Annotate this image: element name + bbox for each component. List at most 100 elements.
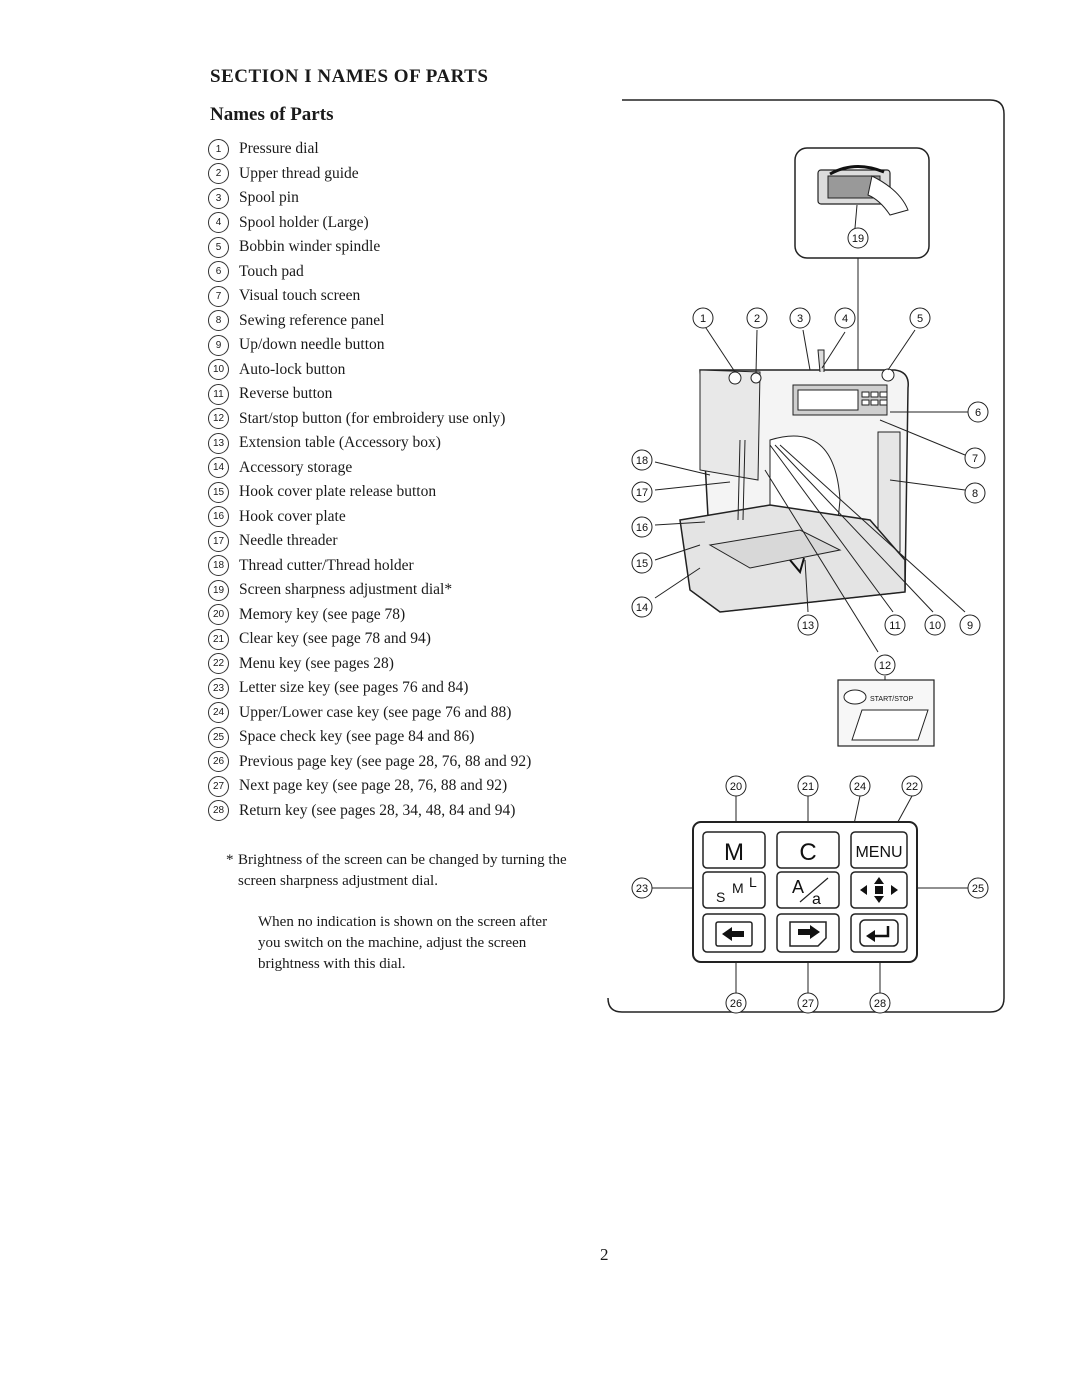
illustration-frame (607, 99, 1005, 1013)
part-number: 27 (208, 775, 229, 797)
part-label: Spool pin (239, 189, 299, 206)
svg-text:8: 8 (972, 488, 978, 500)
callout-1: 1 (692, 307, 714, 329)
size-key-s: S (716, 889, 725, 905)
part-label: Memory key (see page 78) (239, 605, 406, 623)
part-number: 13 (208, 432, 229, 454)
part-label: Letter size key (see pages 76 and 84) (239, 679, 469, 696)
space-check-key (850, 871, 908, 909)
part-label: Auto-lock button (239, 360, 346, 378)
sewing-machine-drawing (679, 349, 909, 613)
callout-2: 2 (746, 307, 768, 329)
part-number: 4 (208, 212, 229, 234)
part-label: Sewing reference panel (239, 311, 385, 329)
part-item: 8 Sewing reference panel (208, 309, 531, 334)
keypad-callouts: 20 21 24 22 23 25 26 27 28 (631, 775, 989, 1014)
part-number: 28 (208, 800, 229, 822)
svg-text:5: 5 (917, 313, 923, 325)
svg-text:12: 12 (879, 660, 891, 672)
page-number: 2 (600, 1245, 609, 1264)
part-label: Up/down needle button (239, 336, 385, 353)
svg-text:9: 9 (967, 620, 973, 632)
case-key-upper: A (792, 877, 804, 897)
callout-16: 16 (631, 516, 653, 538)
part-item: 17 Needle threader (208, 529, 531, 554)
svg-text:2: 2 (754, 313, 760, 325)
part-number: 21 (208, 628, 229, 650)
callout-26: 26 (725, 992, 747, 1014)
part-item: 14 Accessory storage (208, 456, 531, 481)
callout-13: 13 (797, 614, 819, 636)
callout-leaders (654, 324, 970, 653)
part-number: 23 (208, 677, 229, 699)
screen-sharpness-dial-inset (794, 147, 930, 259)
callout-10: 10 (924, 614, 946, 636)
callout-28: 28 (869, 992, 891, 1014)
clear-key-label: C (799, 839, 816, 866)
part-number: 24 (208, 702, 229, 724)
svg-text:21: 21 (802, 781, 814, 793)
part-item: 20 Memory key (see page 78) (208, 603, 531, 628)
svg-text:17: 17 (636, 487, 648, 499)
svg-text:25: 25 (972, 883, 984, 895)
part-number: 15 (208, 481, 229, 503)
part-label: Visual touch screen (239, 287, 361, 304)
part-label: Return key (see pages 28, 34, 48, 84 and… (239, 801, 516, 819)
svg-text:27: 27 (802, 998, 814, 1010)
part-number: 7 (208, 285, 229, 307)
footnote-mark: * (226, 852, 234, 868)
part-label: Hook cover plate release button (239, 483, 437, 500)
svg-text:18: 18 (636, 455, 648, 467)
part-label: Reverse button (239, 385, 333, 402)
callout-19: 19 (847, 227, 869, 249)
case-key-lower: a (812, 891, 821, 908)
svg-text:7: 7 (972, 453, 978, 465)
part-number: 25 (208, 726, 229, 748)
callout-7: 7 (964, 447, 986, 469)
svg-text:4: 4 (842, 313, 848, 325)
part-number: 17 (208, 530, 229, 552)
part-number: 8 (208, 310, 229, 332)
svg-text:16: 16 (636, 522, 648, 534)
part-number: 20 (208, 604, 229, 626)
part-number: 2 (208, 163, 229, 185)
part-label: Pressure dial (239, 140, 319, 157)
menu-key: MENU (850, 831, 908, 869)
part-number: 14 (208, 457, 229, 479)
part-label: Accessory storage (239, 458, 353, 476)
part-label: Needle threader (239, 532, 338, 549)
svg-text:23: 23 (636, 883, 648, 895)
callout-25: 25 (967, 877, 989, 899)
size-key-l: L (749, 874, 757, 890)
part-item: 25 Space check key (see page 84 and 86) (208, 725, 531, 750)
memory-key: M (702, 831, 766, 869)
previous-page-key (702, 913, 766, 953)
callout-6: 6 (967, 401, 989, 423)
callout-9: 9 (959, 614, 981, 636)
part-number: 6 (208, 261, 229, 283)
brightness-note: When no indication is shown on the scree… (258, 914, 548, 972)
part-label: Bobbin winder spindle (239, 238, 381, 255)
svg-text:6: 6 (975, 407, 981, 419)
sub-heading: Names of Parts (210, 104, 334, 125)
part-number: 1 (208, 138, 229, 160)
part-label: Hook cover plate (239, 507, 346, 525)
part-label: Space check key (see page 84 and 86) (239, 728, 475, 745)
part-label: Menu key (see pages 28) (239, 654, 394, 672)
svg-text:20: 20 (730, 781, 742, 793)
svg-text:13: 13 (802, 620, 814, 632)
svg-text:3: 3 (797, 313, 803, 325)
